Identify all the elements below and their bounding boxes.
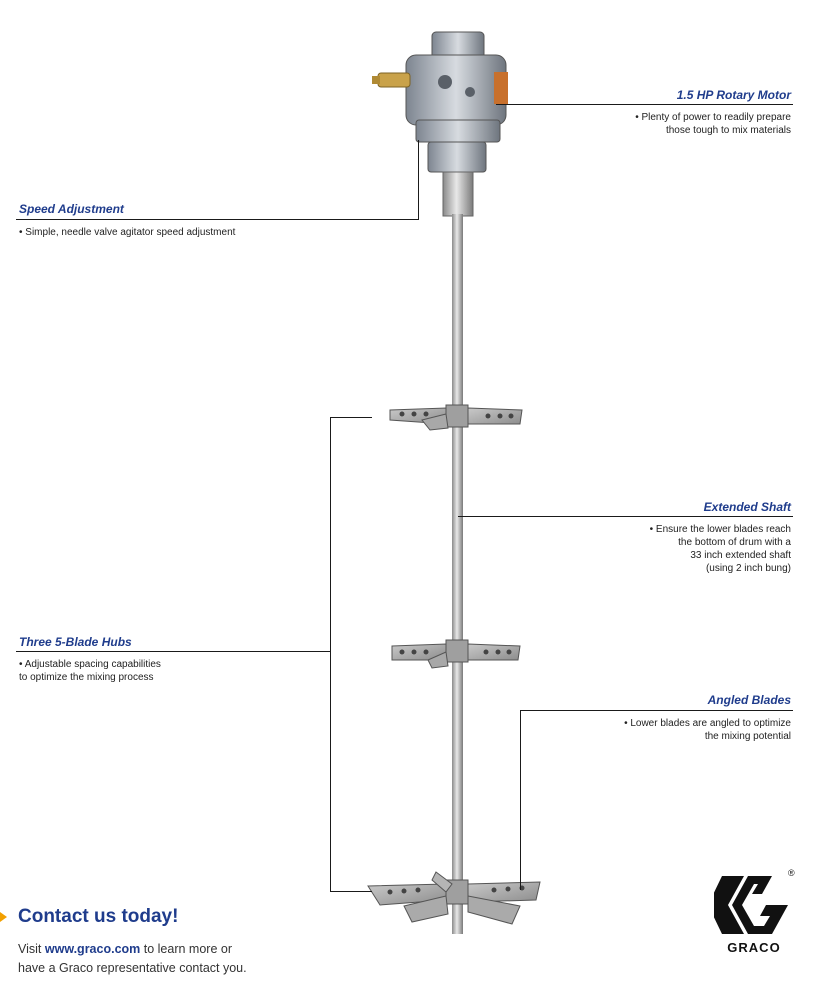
hubs-bracket-bottom (330, 891, 372, 892)
graco-website-link[interactable]: www.graco.com (44, 942, 141, 956)
speed-callout-vertical (418, 140, 419, 219)
hubs-description: • Adjustable spacing capabilities to opt… (19, 659, 161, 683)
registered-mark: ® (788, 868, 795, 878)
blades-callout-line (520, 710, 793, 711)
hubs-bracket-top (330, 417, 372, 418)
hubs-callout-line (16, 651, 331, 652)
contact-line-2: have a Graco representative contact you. (18, 961, 247, 975)
contact-arrow-icon (0, 912, 7, 922)
speed-callout-line (16, 219, 419, 220)
motor-description: • Plenty of power to readily prepare tho… (635, 112, 791, 136)
middle-blade-hub (391, 639, 521, 669)
shaft-callout-line (458, 516, 793, 517)
hubs-bracket-vertical (330, 417, 331, 892)
graco-wordmark: GRACO (727, 940, 781, 955)
lower-angled-blade-hub (367, 871, 541, 925)
speed-description: • Simple, needle valve agitator speed ad… (19, 227, 236, 238)
blades-callout-vertical (520, 710, 521, 890)
contact-prefix: Visit (18, 942, 45, 956)
rotary-motor (405, 31, 508, 173)
hubs-title: Three 5-Blade Hubs (19, 635, 132, 649)
blades-title: Angled Blades (707, 693, 791, 707)
air-inlet-fitting (372, 72, 411, 88)
motor-title: 1.5 HP Rotary Motor (676, 88, 791, 102)
speed-title: Speed Adjustment (19, 202, 124, 216)
contact-suffix: to learn more or (140, 942, 232, 956)
upper-blade-hub (389, 404, 523, 431)
graco-logo: ® GRACO (714, 868, 795, 962)
contact-heading: Contact us today! (18, 906, 179, 927)
contact-line-1: Visit www.graco.com to learn more or (18, 942, 232, 956)
shaft-coupling (442, 171, 474, 217)
extended-shaft (452, 214, 463, 934)
blades-description: • Lower blades are angled to optimize th… (624, 718, 791, 742)
shaft-description: • Ensure the lower blades reach the bott… (649, 524, 791, 574)
shaft-title: Extended Shaft (703, 500, 791, 514)
graco-g-mark-icon (714, 876, 788, 934)
motor-callout-line (496, 104, 793, 105)
